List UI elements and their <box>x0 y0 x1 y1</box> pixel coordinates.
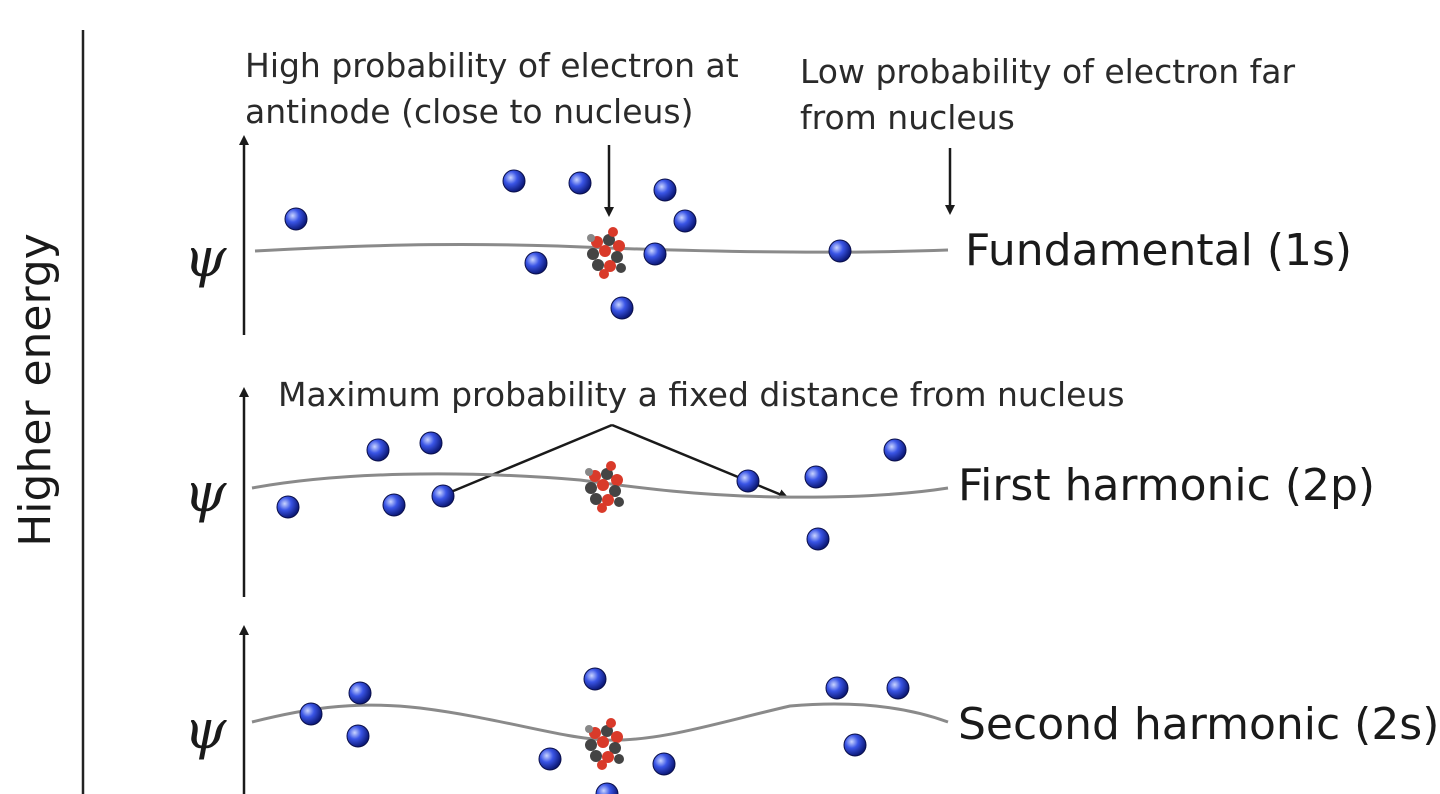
electron <box>652 752 676 776</box>
electron <box>366 438 390 462</box>
nucleus-3 <box>585 718 624 770</box>
level-second-harmonic: ψ Second harmonic (2s) <box>184 625 1439 794</box>
electron <box>299 702 323 726</box>
annotation-high-probability-line2: antinode (close to nucleus) <box>245 92 694 131</box>
electron <box>583 667 607 691</box>
psi-symbol-2: ψ <box>184 461 227 524</box>
level-label-1s: Fundamental (1s) <box>965 225 1352 276</box>
annotation-low-probability-line1: Low probability of electron far <box>800 52 1295 91</box>
electron <box>610 296 634 320</box>
electron <box>419 431 443 455</box>
annotation-maximum-probability: Maximum probability a fixed distance fro… <box>278 375 1125 414</box>
electron <box>382 493 406 517</box>
level-fundamental: ψ Fundamental (1s) <box>184 135 1352 335</box>
electron <box>568 171 592 195</box>
nucleus-2 <box>585 461 624 513</box>
wavefunction-curve-2p <box>251 472 949 499</box>
max-probability-arrow-left <box>441 423 613 497</box>
electron <box>595 782 619 794</box>
level-first-harmonic: ψ Maximum probability a fixed distance f… <box>184 375 1375 597</box>
psi-symbol-3: ψ <box>184 698 227 761</box>
electron <box>284 207 308 231</box>
electron <box>806 527 830 551</box>
psi-symbol-1: ψ <box>184 226 227 289</box>
electron <box>653 178 677 202</box>
electron <box>883 438 907 462</box>
electron <box>538 747 562 771</box>
electron <box>673 209 697 233</box>
electron <box>348 681 372 705</box>
electron <box>843 733 867 757</box>
annotation-low-probability: Low probability of electron far from nuc… <box>800 52 1306 137</box>
electron <box>346 724 370 748</box>
electron <box>886 676 910 700</box>
electron <box>825 676 849 700</box>
electron <box>828 239 852 263</box>
annotation-high-probability: High probability of electron at antinode… <box>245 46 749 131</box>
annotation-low-probability-line2: from nucleus <box>800 98 1015 137</box>
electron <box>736 469 760 493</box>
nucleus-1 <box>587 227 626 279</box>
electron <box>431 484 455 508</box>
energy-axis-title: Higher energy <box>10 233 61 547</box>
level-label-2p: First harmonic (2p) <box>958 460 1375 511</box>
annotation-high-probability-line1: High probability of electron at <box>245 46 739 85</box>
electron <box>276 495 300 519</box>
level-label-2s: Second harmonic (2s) <box>958 699 1439 750</box>
electron <box>804 465 828 489</box>
electron <box>524 251 548 275</box>
electron <box>502 169 526 193</box>
electron <box>643 242 667 266</box>
